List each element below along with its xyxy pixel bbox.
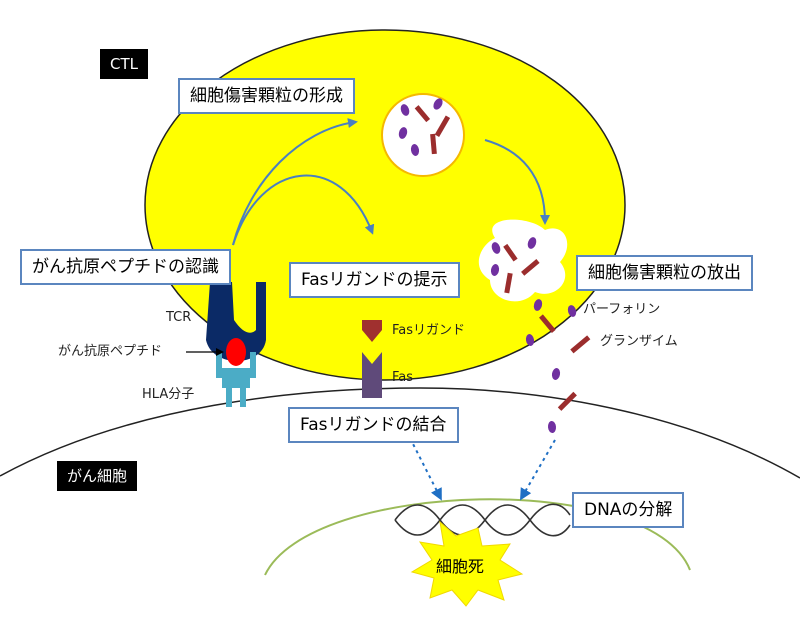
nucleus-envelope [264, 498, 691, 576]
label-granzyme: グランザイム [600, 334, 678, 349]
arrow-to-granule-formation [232, 118, 358, 246]
granzyme-free-2 [570, 335, 591, 354]
label-fas-ligand: Fasリガンド [392, 323, 466, 338]
tcr-receptor [206, 282, 266, 361]
perforin-granule-1 [400, 104, 410, 116]
releasing-granules [490, 237, 540, 294]
perforin-release-3 [490, 264, 500, 276]
perforin-release-1 [527, 237, 537, 249]
perforin-granule-2 [398, 127, 408, 139]
cytotoxic-granule [381, 93, 465, 177]
granzyme-release-2 [521, 259, 540, 276]
perforin-granule-4 [410, 144, 420, 156]
granzyme-granule-3 [430, 133, 437, 155]
dna-strand-2 [394, 503, 571, 536]
box-antigen-recognition: がん抗原ペプチドの認識 [20, 249, 231, 285]
cell-death-label: 細胞死 [436, 557, 485, 576]
box-fas-ligand-binding: Fasリガンドの結合 [288, 407, 459, 443]
ctl-tag: CTL [100, 49, 148, 79]
fas-receptor-shape [362, 352, 382, 398]
ctl-release-bulge [478, 219, 568, 302]
perforin-free-1 [533, 299, 543, 311]
arrow-to-fas-presentation [232, 174, 375, 246]
perforin-release-2 [491, 242, 501, 254]
cancer-cell-membrane [0, 387, 800, 479]
fas-ligand-shape [362, 320, 382, 342]
granzyme-granule-1 [414, 105, 431, 123]
label-hla: HLA分子 [142, 387, 195, 402]
granzyme-release-1 [503, 243, 518, 262]
perforin-free-3 [525, 334, 535, 346]
granzyme-free-3 [557, 391, 577, 411]
hla-stem [222, 368, 250, 388]
released-granules [525, 299, 591, 433]
granzyme-granule-2 [434, 115, 451, 138]
granzyme-release-3 [504, 272, 513, 294]
perforin-free-2 [567, 305, 577, 317]
label-antigen-peptide: がん抗原ペプチド [58, 344, 163, 359]
box-granule-release: 細胞傷害顆粒の放出 [576, 255, 753, 291]
granule-contents [398, 98, 451, 156]
arrow-fas-to-nucleus [409, 437, 442, 501]
cell-death-burst [410, 520, 524, 607]
arrow-granule-to-release [484, 139, 550, 225]
perforin-free-4 [551, 368, 561, 380]
dna-strand-1 [394, 504, 571, 537]
box-dna-degradation: DNAの分解 [572, 492, 685, 528]
perforin-free-5 [547, 421, 557, 433]
label-tcr: TCR [166, 310, 192, 325]
label-perforin: パーフォリン [583, 302, 661, 317]
label-fas: Fas [392, 370, 414, 385]
granzyme-free-1 [539, 314, 556, 333]
antigen-peptide-shape [226, 338, 246, 366]
box-granule-formation: 細胞傷害顆粒の形成 [178, 78, 355, 114]
arrow-granules-to-nucleus [519, 439, 556, 501]
box-fas-ligand-presentation: Fasリガンドの提示 [289, 262, 460, 298]
perforin-granule-3 [433, 98, 443, 110]
cancer-cell-tag: がん細胞 [57, 461, 138, 491]
